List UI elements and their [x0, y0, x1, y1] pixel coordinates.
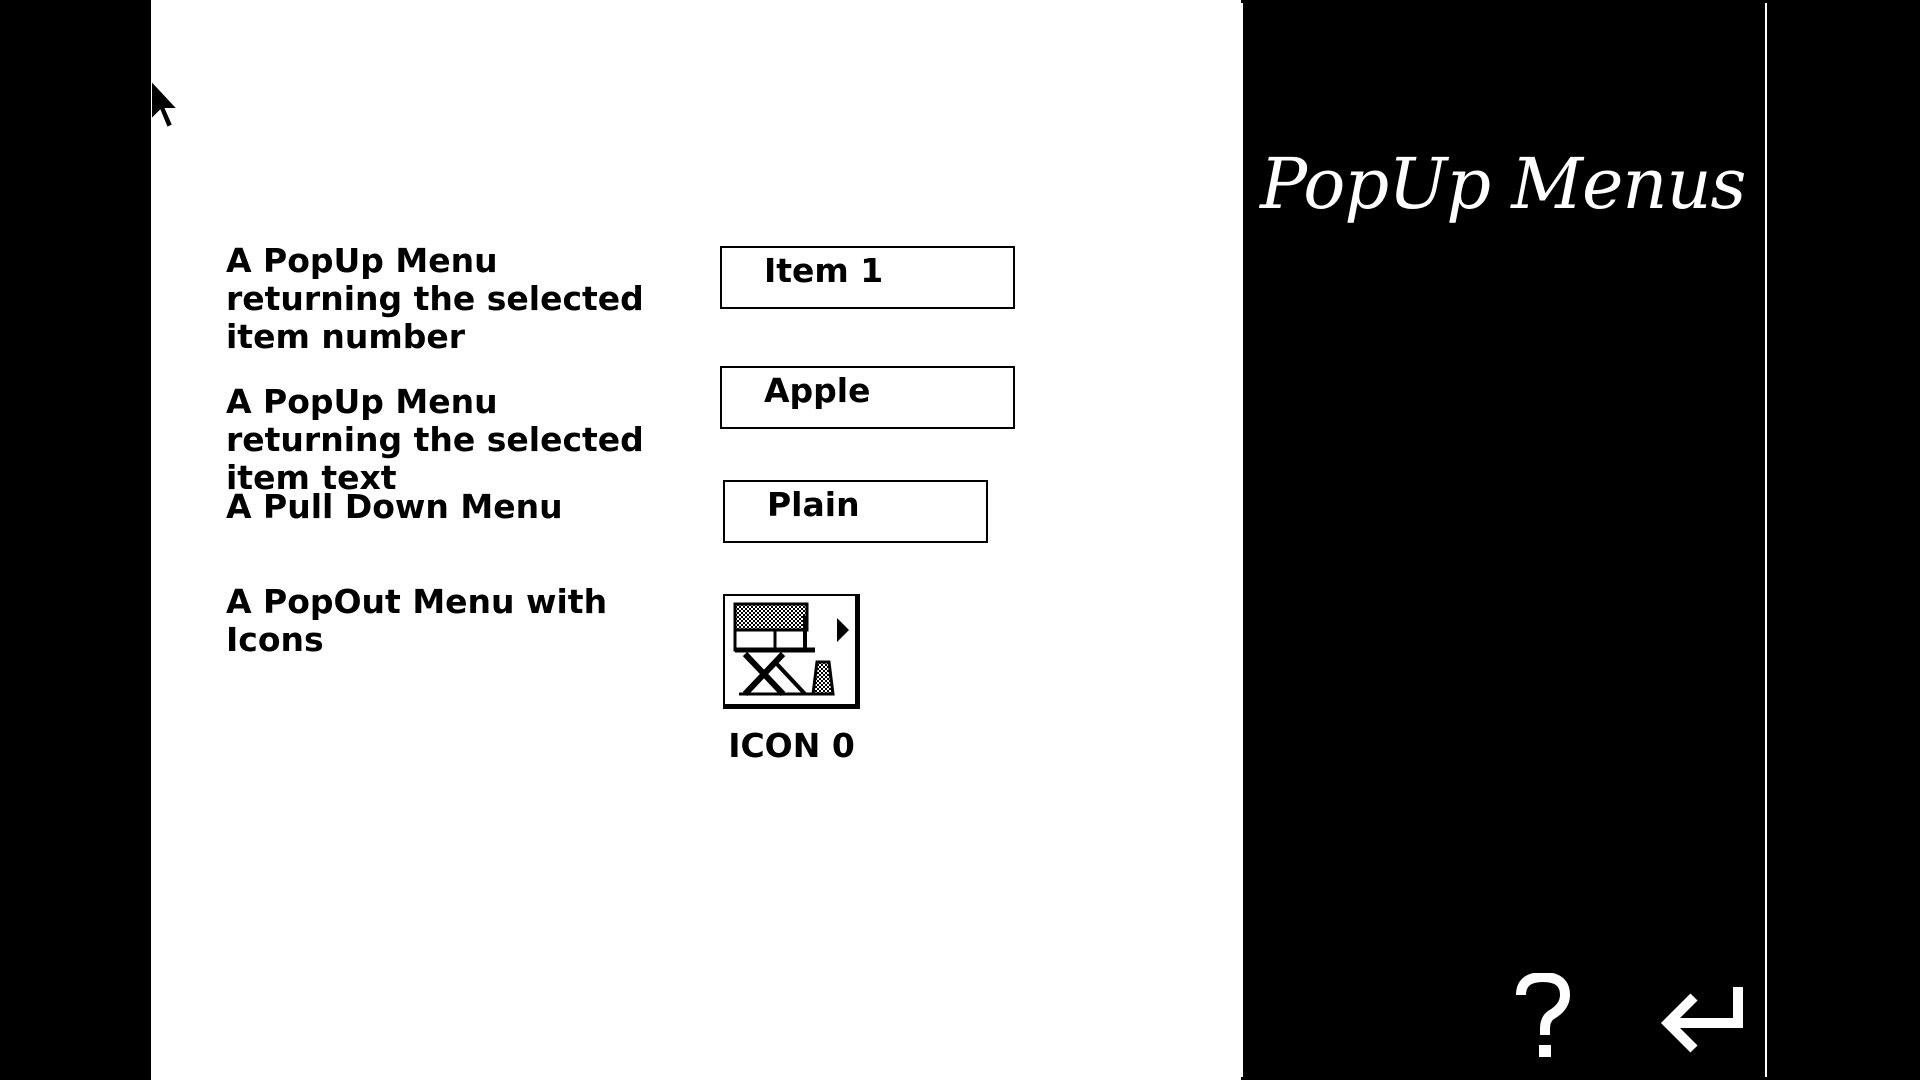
panel-title: PopUp Menus — [1260, 143, 1746, 225]
side-panel: PopUp Menus — [1241, 3, 1767, 1077]
popup-text-label: A PopUp Menu returning the selected item… — [226, 382, 644, 497]
popup-menu-item-text-value: Apple — [764, 371, 871, 410]
popout-label: A PopOut Menu with Icons — [226, 582, 608, 659]
return-arrow-icon — [1660, 987, 1743, 1053]
back-button[interactable] — [1658, 983, 1748, 1058]
popout-caption: ICON 0 — [728, 726, 855, 765]
pulldown-menu[interactable]: Plain — [723, 480, 988, 543]
arrow-cursor-icon — [151, 80, 181, 130]
popup-menu-item-number-value: Item 1 — [764, 251, 884, 290]
content-area: A PopUp Menu returning the selected item… — [151, 0, 1241, 1080]
pulldown-menu-value: Plain — [767, 485, 860, 524]
directors-chair-icon — [733, 602, 849, 697]
popup-number-label: A PopUp Menu returning the selected item… — [226, 241, 644, 356]
help-button[interactable] — [1513, 971, 1573, 1063]
question-mark-icon — [1516, 971, 1571, 1057]
popup-menu-item-text[interactable]: Apple — [720, 366, 1015, 429]
popout-menu-button[interactable] — [723, 594, 860, 709]
popup-menu-item-number[interactable]: Item 1 — [720, 246, 1015, 309]
pulldown-label: A Pull Down Menu — [226, 487, 563, 526]
